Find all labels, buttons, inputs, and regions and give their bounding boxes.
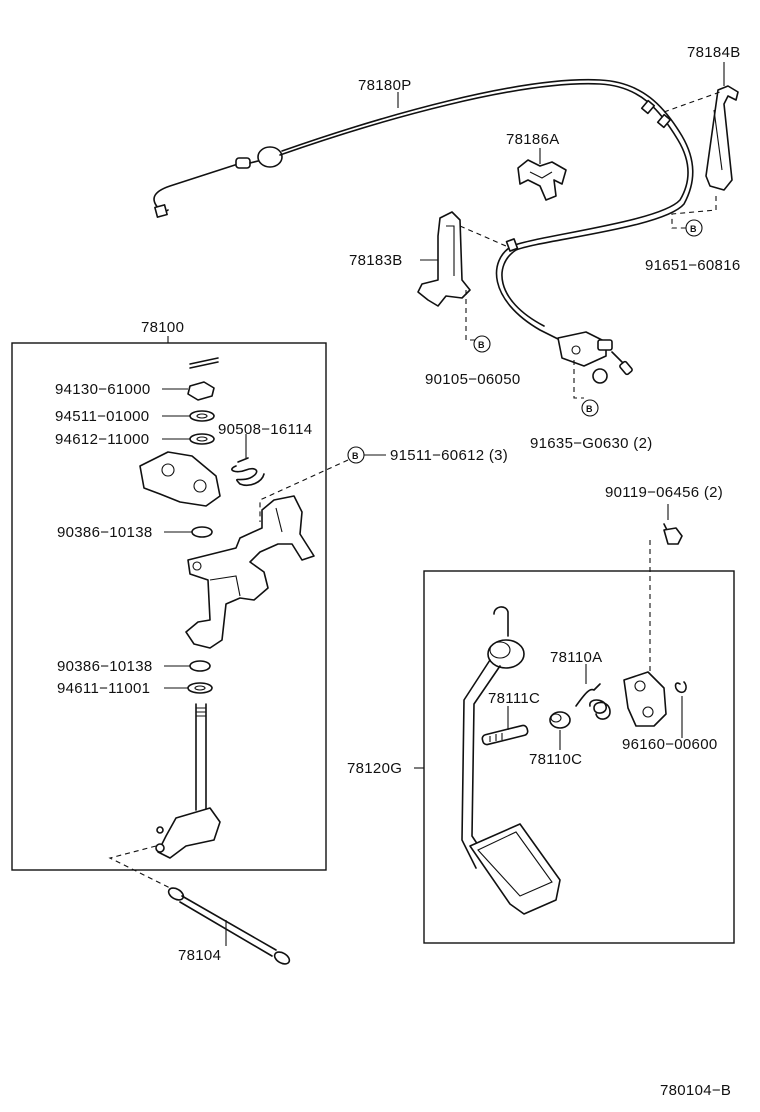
label-90386-a: 90386−10138 xyxy=(57,524,152,541)
bolt-90119 xyxy=(663,523,683,545)
svg-text:B: B xyxy=(478,340,485,350)
label-78110c: 78110C xyxy=(529,751,582,768)
accelerator-cable xyxy=(153,78,694,384)
badge-91635: B xyxy=(581,399,599,417)
leader-91635 xyxy=(573,360,584,399)
label-78184b: 78184B xyxy=(687,44,741,61)
svg-text:B: B xyxy=(690,224,697,234)
bracket-78184b xyxy=(663,85,739,229)
label-78100: 78100 xyxy=(141,319,184,336)
label-78183b: 78183B xyxy=(349,252,403,269)
label-78104: 78104 xyxy=(178,947,221,964)
label-91635: 91635−G0630 (2) xyxy=(530,435,653,452)
label-78110a: 78110A xyxy=(550,649,602,666)
label-94612: 94612−11000 xyxy=(55,431,149,448)
badge-90105: B xyxy=(473,335,491,353)
label-90105: 90105−06050 xyxy=(425,371,520,388)
label-91511: 91511−60612 (3) xyxy=(390,447,508,464)
label-96160: 96160−00600 xyxy=(622,736,717,753)
diagram-code: 780104−B xyxy=(660,1082,731,1099)
dash-78104 xyxy=(108,845,171,889)
label-90508: 90508−16114 xyxy=(218,421,312,438)
label-78180p: 78180P xyxy=(358,77,412,94)
label-94511: 94511−01000 xyxy=(55,408,149,425)
badge-91651: B xyxy=(685,219,703,237)
svg-text:B: B xyxy=(352,451,359,461)
label-78120g: 78120G xyxy=(347,760,402,777)
label-78186a: 78186A xyxy=(506,131,560,148)
dash-91511 xyxy=(259,459,349,522)
label-94611: 94611−11001 xyxy=(57,680,150,697)
clip-78186a xyxy=(517,159,567,201)
label-90119: 90119−06456 (2) xyxy=(605,484,723,501)
badge-91511: B xyxy=(347,446,365,464)
label-78111c: 78111C xyxy=(488,690,540,707)
label-91651: 91651−60816 xyxy=(645,257,740,274)
assembly-box-78100 xyxy=(11,342,327,871)
pedal-bracket-assembly xyxy=(139,357,315,859)
pedal-arm-assembly xyxy=(461,606,687,915)
label-94130: 94130−61000 xyxy=(55,381,150,398)
label-90386-b: 90386−10138 xyxy=(57,658,152,675)
svg-text:B: B xyxy=(586,404,593,414)
bracket-78183b xyxy=(417,211,507,341)
assembly-box-78120g xyxy=(423,570,735,944)
